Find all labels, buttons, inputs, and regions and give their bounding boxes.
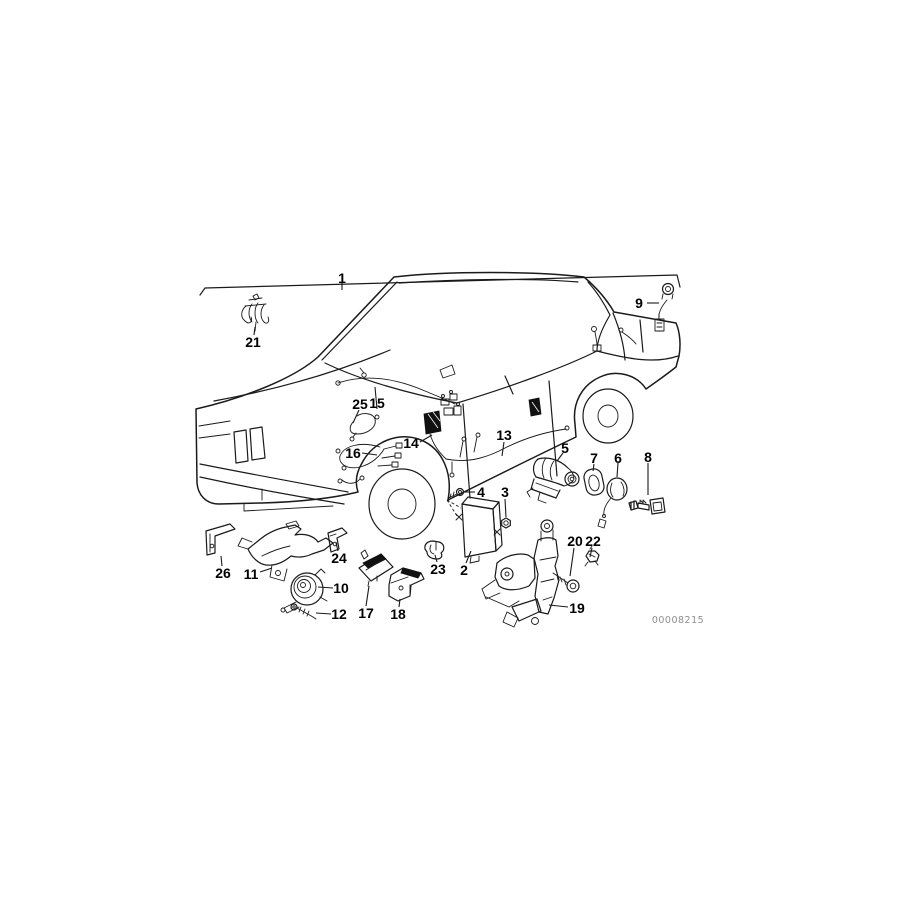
callout-label-25[interactable]: 25	[352, 396, 368, 412]
part-drawing-19	[481, 519, 560, 628]
part-drawing-22	[584, 545, 600, 567]
callout-label-19[interactable]: 19	[569, 600, 585, 616]
callout-label-5[interactable]: 5	[561, 440, 569, 456]
wiring-harness-illustration	[335, 326, 637, 484]
callout-label-20[interactable]: 20	[567, 533, 583, 549]
relay-box-shape	[423, 410, 442, 435]
callout-label-16[interactable]: 16	[345, 445, 361, 461]
part-drawing-4	[446, 487, 465, 517]
callout-leader-18	[398, 598, 401, 608]
part-drawing-8	[628, 497, 666, 515]
part-drawing-18	[388, 567, 425, 602]
callout-label-17[interactable]: 17	[358, 605, 374, 621]
callout-label-18[interactable]: 18	[390, 606, 406, 622]
callout-leader-2	[465, 550, 472, 564]
callout-leader-20	[569, 547, 575, 577]
part-drawing-3	[501, 517, 511, 529]
callout-label-8[interactable]: 8	[644, 449, 652, 465]
callout-leader-15	[374, 386, 378, 410]
part-drawing-12	[290, 603, 317, 620]
callout-label-14[interactable]: 14	[403, 435, 419, 451]
callout-label-24[interactable]: 24	[331, 550, 347, 566]
part-drawing-7	[583, 468, 605, 496]
callout-leader-7	[592, 463, 595, 472]
callout-leader-13	[501, 441, 505, 457]
callout-leader-24	[335, 542, 339, 552]
callout-leader-16	[361, 452, 378, 456]
callout-label-11[interactable]: 11	[244, 566, 259, 582]
watermark-code: 00008215	[652, 615, 704, 626]
callout-label-22[interactable]: 22	[585, 533, 601, 549]
callout-label-9[interactable]: 9	[635, 295, 643, 311]
callout-label-3[interactable]: 3	[501, 484, 509, 500]
callout-label-26[interactable]: 26	[215, 565, 231, 581]
callout-leader-12	[315, 612, 332, 615]
callout-label-2[interactable]: 2	[460, 562, 468, 578]
callout-label-12[interactable]: 12	[331, 606, 347, 622]
callout-leader-6	[616, 462, 619, 478]
callout-leader-25	[352, 409, 360, 424]
part-drawing-6	[597, 477, 628, 529]
callout-leader-5	[556, 452, 564, 462]
part-drawing-5	[526, 457, 580, 504]
callout-label-1[interactable]: 1	[338, 270, 346, 286]
part-drawing-21	[241, 293, 270, 332]
part-drawing-2	[455, 496, 503, 564]
part-drawing-23	[424, 540, 445, 560]
callout-leader-26	[220, 555, 223, 567]
callout-leader-21	[253, 326, 256, 336]
callout-1-bracket-line	[199, 274, 681, 296]
callout-leader-22	[589, 547, 593, 558]
car-body-illustration	[195, 271, 681, 540]
callout-label-13[interactable]: 13	[496, 427, 512, 443]
part-drawing-20	[552, 572, 580, 593]
part-drawing-10	[280, 568, 328, 614]
part-drawing-17	[358, 549, 394, 587]
callout-leader-10	[317, 586, 334, 589]
callout-leader-23	[434, 554, 438, 563]
callout-leader-3	[504, 498, 507, 518]
callout-label-15[interactable]: 15	[369, 395, 385, 411]
callout-label-10[interactable]: 10	[333, 580, 349, 596]
callout-leader-14	[419, 434, 433, 443]
part-drawing-9	[654, 282, 675, 332]
callout-leader-17	[365, 585, 370, 607]
callout-leader-11	[259, 567, 273, 573]
callout-label-6[interactable]: 6	[614, 450, 622, 466]
callout-label-7[interactable]: 7	[590, 450, 598, 466]
part-drawing-11	[237, 520, 334, 582]
part-drawing-26	[205, 523, 236, 556]
callout-label-21[interactable]: 21	[245, 334, 261, 350]
callout-label-4[interactable]: 4	[477, 484, 485, 500]
callout-label-23[interactable]: 23	[430, 561, 446, 577]
callout-leader-19	[548, 604, 569, 608]
